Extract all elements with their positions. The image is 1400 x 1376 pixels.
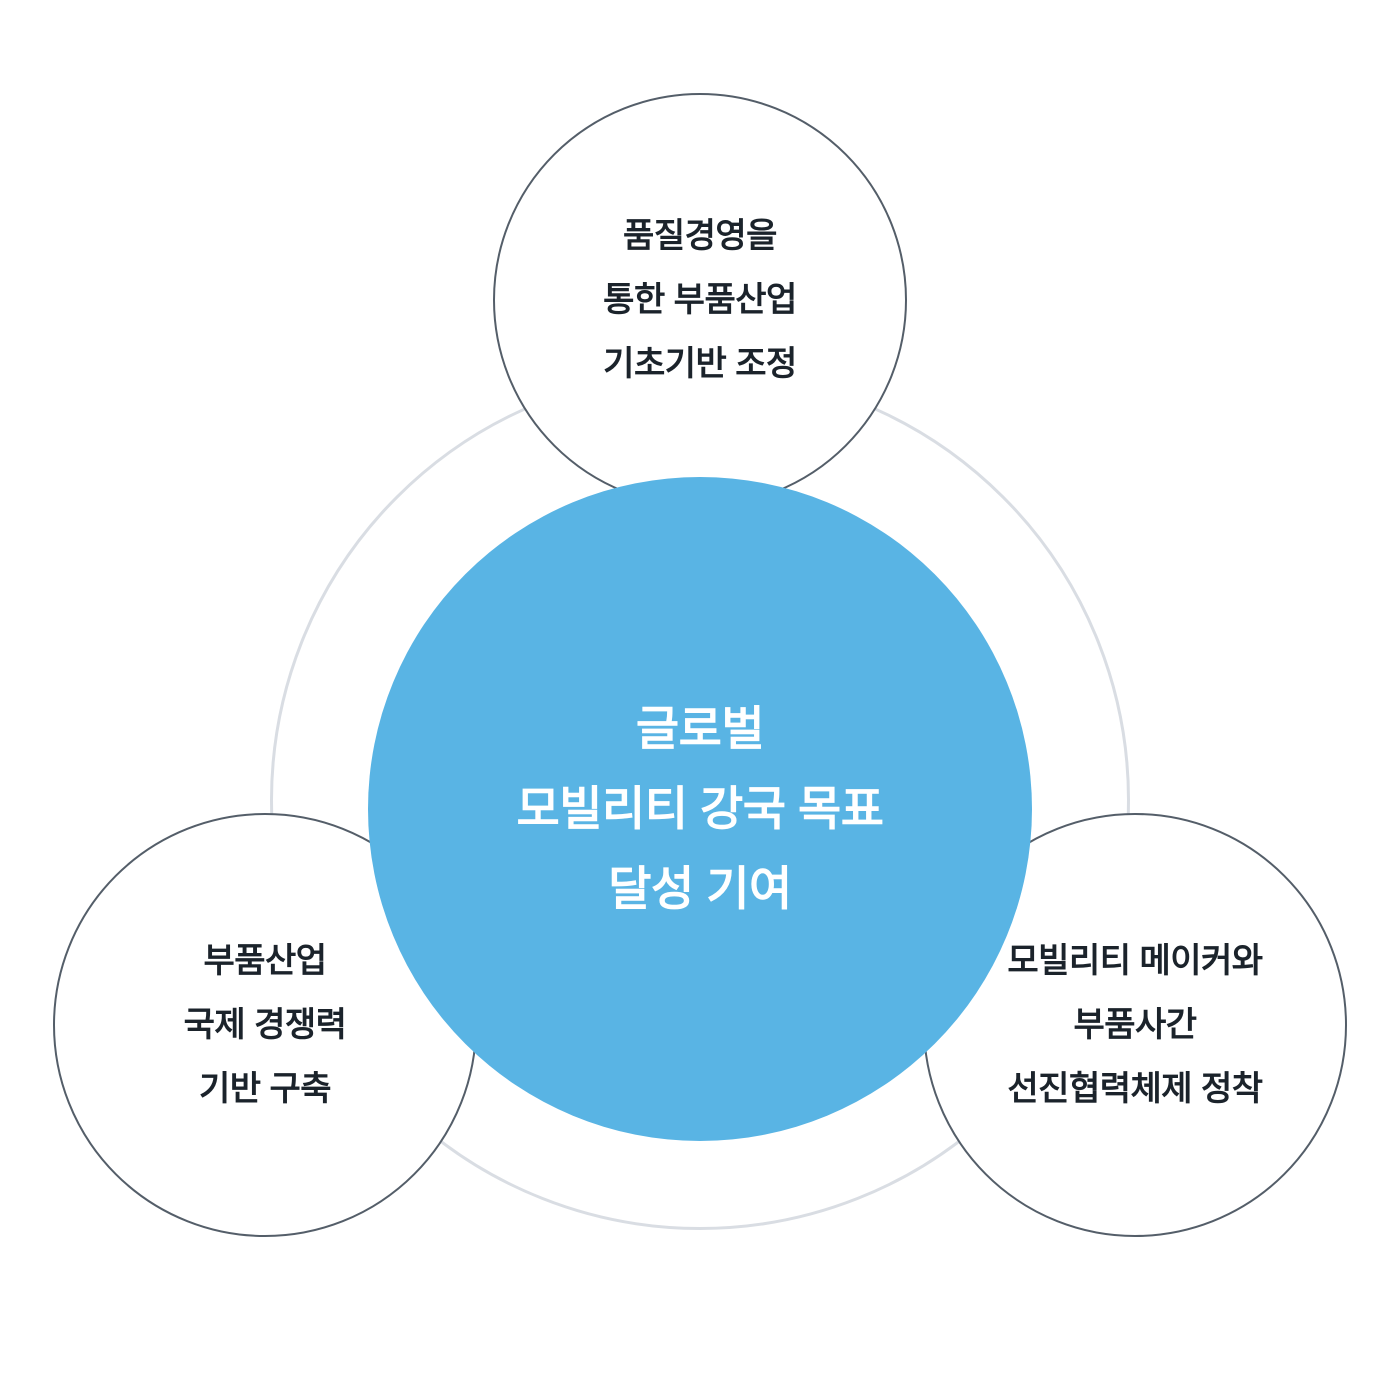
satellite-left-line-2: 국제 경쟁력 — [183, 1006, 347, 1044]
satellite-right-line-3: 선진협력체제 정착 — [1007, 1070, 1263, 1108]
satellite-right-line-2: 부품사간 — [1073, 1006, 1197, 1044]
satellite-top-line-2: 통한 부품산업 — [603, 281, 797, 319]
satellite-circle-top: 품질경영을 통한 부품산업 기초기반 조정 — [493, 93, 907, 507]
satellite-circle-left: 부품산업 국제 경쟁력 기반 구축 — [53, 813, 477, 1237]
center-goal-line-2: 모빌리티 강국 목표 — [516, 782, 884, 835]
satellite-top-line-1: 품질경영을 — [623, 217, 777, 255]
center-goal-line-1: 글로벌 — [635, 702, 765, 755]
satellite-right-line-1: 모빌리티 메이커와 — [1007, 942, 1263, 980]
satellite-left-line-1: 부품산업 — [203, 942, 327, 980]
satellite-left-line-3: 기반 구축 — [198, 1070, 332, 1108]
center-goal-circle: 글로벌 모빌리티 강국 목표 달성 기여 — [368, 477, 1032, 1141]
center-goal-line-3: 달성 기여 — [608, 862, 792, 915]
satellite-top-line-3: 기초기반 조정 — [603, 345, 797, 383]
